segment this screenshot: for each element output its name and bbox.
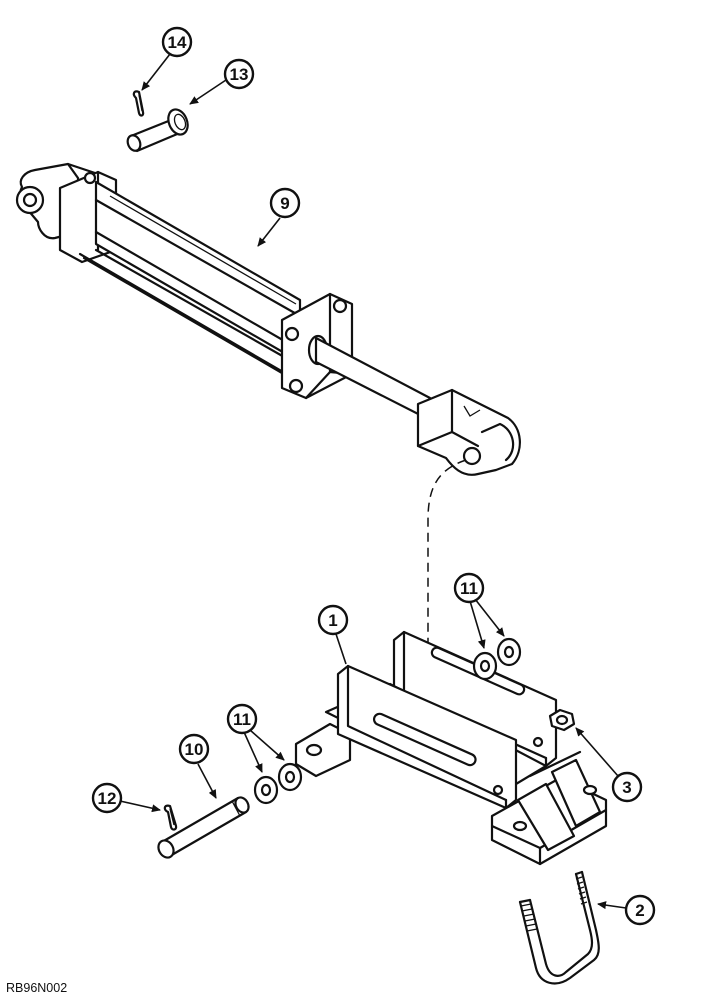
cotter-pin-top xyxy=(132,90,145,117)
callout-3-label: 3 xyxy=(622,778,631,797)
callout-11-lower: 11 xyxy=(226,703,285,773)
u-bolt xyxy=(518,870,600,985)
callout-2: 2 xyxy=(597,894,656,926)
callout-9: 9 xyxy=(257,187,301,247)
callout-12: 12 xyxy=(91,782,161,814)
callout-10-label: 10 xyxy=(185,740,204,759)
callout-2-label: 2 xyxy=(635,901,644,920)
cotter-pin-lower xyxy=(163,804,178,831)
callout-3: 3 xyxy=(575,727,643,803)
assembly-dashed-line xyxy=(427,459,467,700)
callout-11-upper: 11 xyxy=(453,572,505,649)
callout-11-upper-label: 11 xyxy=(460,579,478,598)
callout-11-lower-label: 11 xyxy=(233,710,251,729)
hex-nut xyxy=(548,708,576,732)
callout-14-label: 14 xyxy=(168,33,187,52)
clevis-pin-lower xyxy=(157,796,250,859)
callout-1: 1 xyxy=(317,604,349,665)
hydraulic-cylinder xyxy=(15,162,521,476)
callout-14: 14 xyxy=(141,26,193,91)
callout-10: 10 xyxy=(178,733,217,799)
callout-12-label: 12 xyxy=(98,789,117,808)
callout-13-label: 13 xyxy=(230,65,249,84)
washers-lower xyxy=(253,762,303,805)
callout-9-label: 9 xyxy=(280,194,289,213)
callout-13: 13 xyxy=(189,58,255,105)
mounting-bracket xyxy=(294,630,608,866)
clevis-pin-top xyxy=(126,108,189,153)
figure-id: RB96N002 xyxy=(6,981,67,995)
callout-1-label: 1 xyxy=(328,611,337,630)
washers-upper xyxy=(472,637,522,681)
